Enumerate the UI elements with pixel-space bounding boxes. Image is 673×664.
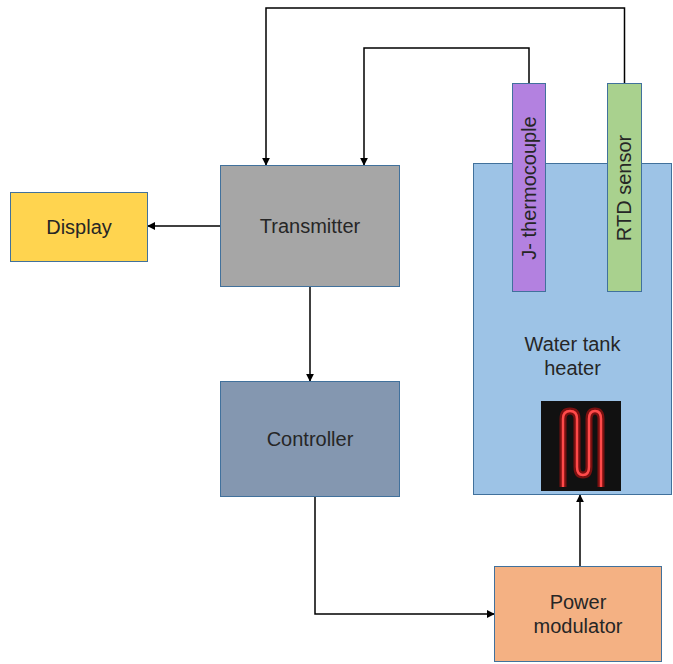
- signal-arrow: [579, 495, 581, 566]
- signal-arrow: [309, 287, 311, 381]
- heater-element: [541, 401, 621, 491]
- transmitter-box: Transmitter: [220, 165, 400, 287]
- node-label: Controller: [267, 427, 354, 451]
- signal-arrow: [315, 497, 494, 614]
- node-label: J- thermocouple: [517, 116, 541, 259]
- signal-arrow: [148, 225, 220, 227]
- tank-box: Water tank heater: [473, 163, 672, 495]
- display-box: Display: [10, 192, 148, 262]
- node-label: Water tank heater: [508, 332, 638, 380]
- signal-arrow: [266, 8, 625, 165]
- rtd-probe: RTD sensor: [607, 83, 642, 292]
- signal-arrow: [364, 48, 529, 165]
- controller-box: Controller: [220, 381, 400, 497]
- thermocouple-probe: J- thermocouple: [512, 83, 546, 292]
- node-label: Transmitter: [260, 214, 360, 238]
- modulator-box: Power modulator: [494, 566, 662, 662]
- node-label: Display: [46, 215, 112, 239]
- node-label: Power modulator: [523, 590, 633, 638]
- node-label: RTD sensor: [613, 134, 637, 240]
